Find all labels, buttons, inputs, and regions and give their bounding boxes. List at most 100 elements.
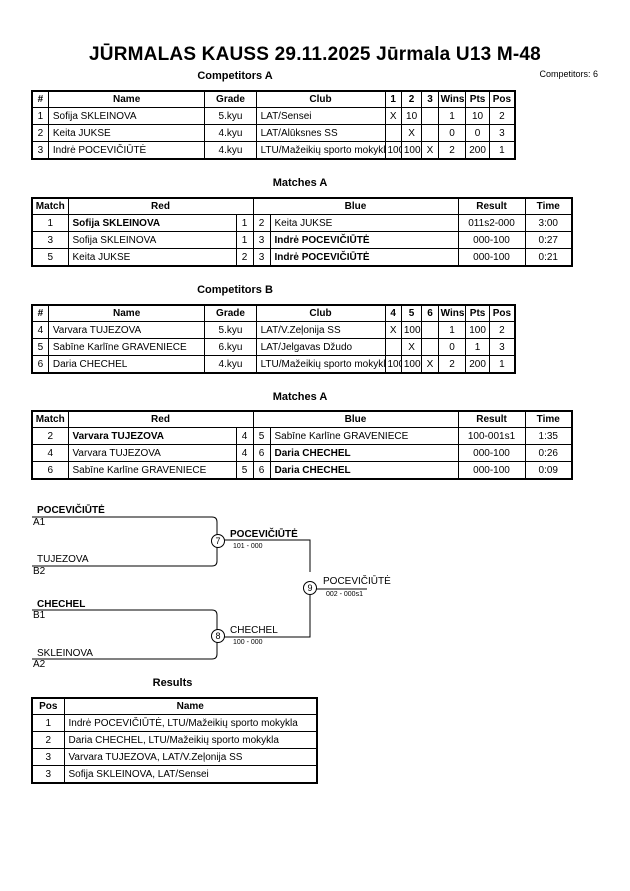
table-cell: 200: [465, 141, 490, 160]
col-header: #: [31, 304, 49, 322]
table-cell: Sofija SKLEINOVA, LAT/Sensei: [63, 765, 318, 784]
col-header: Name: [47, 90, 206, 108]
table-cell: 1: [437, 321, 467, 339]
table-cell: 4: [235, 444, 254, 462]
col-header: Wins: [437, 90, 467, 108]
table-cell: Sofija SKLEINOVA: [67, 231, 237, 249]
table-cell: X: [421, 355, 439, 374]
table-cell: Daria CHECHEL, LTU/Mažeikių sporto mokyk…: [63, 731, 318, 749]
table-cell: Sabīne Karlīne GRAVENIECE: [47, 338, 206, 356]
table-cell: X: [384, 321, 402, 339]
table-header-row: Match Red Blue Result Time: [31, 410, 573, 428]
table-cell: X: [384, 107, 402, 125]
table-cell: Indrė POCEVIČIŪTĖ, LTU/Mažeikių sporto m…: [63, 714, 318, 732]
bracket-score: 002 - 000s1: [326, 591, 363, 598]
table-cell: 5: [31, 248, 69, 267]
table-cell: 2: [252, 214, 271, 232]
table-cell: 4.kyu: [204, 355, 257, 374]
table-cell: LAT/Alūksnes SS: [255, 124, 386, 142]
table-cell: 2: [488, 321, 516, 339]
table-header-row: # Name Grade Club 1 2 3 Wins Pts Pos: [31, 90, 516, 108]
col-header: Wins: [437, 304, 467, 322]
col-header: 5: [400, 304, 423, 322]
col-header: Pos: [488, 304, 516, 322]
table-cell: 6: [252, 461, 271, 480]
table-cell: Keita JUKSE: [269, 214, 459, 232]
table-cell: [421, 338, 439, 356]
table-cell: 0: [437, 338, 467, 356]
table-cell: 3: [252, 248, 271, 267]
competitors-b-title: Competitors B: [197, 284, 273, 296]
table-cell: 10: [400, 107, 423, 125]
matches-a-title: Matches A: [272, 177, 328, 189]
bracket-match-number: 8: [211, 629, 225, 643]
table-cell: 3:00: [524, 214, 573, 232]
col-header: Blue: [252, 197, 459, 215]
table-cell: 200: [465, 355, 490, 374]
table-cell: 100: [384, 141, 402, 160]
table-cell: 000-100: [457, 248, 526, 267]
table-cell: Sabīne Karlīne GRAVENIECE: [67, 461, 237, 480]
col-header: Match: [31, 410, 69, 428]
table-cell: [421, 107, 439, 125]
table-cell: 3: [31, 765, 65, 784]
table-cell: Daria CHECHEL: [47, 355, 206, 374]
bracket: POCEVIČIŪTĖ A1 TUJEZOVA B2 7 POCEVIČIŪTĖ…: [0, 500, 630, 675]
col-header: Red: [67, 410, 254, 428]
table-cell: 1: [235, 214, 254, 232]
table-cell: Sabīne Karlīne GRAVENIECE: [269, 427, 459, 445]
competitors-count: Competitors: 6: [539, 69, 598, 79]
table-cell: 4: [235, 427, 254, 445]
bracket-name: SKLEINOVA: [37, 648, 93, 659]
table-header-row: # Name Grade Club 4 5 6 Wins Pts Pos: [31, 304, 516, 322]
bracket-score: 100 - 000: [233, 639, 263, 646]
col-header: Blue: [252, 410, 459, 428]
table-cell: 5: [31, 338, 49, 356]
table-cell: 100: [400, 141, 423, 160]
table-cell: 0:26: [524, 444, 573, 462]
table-cell: LTU/Mažeikių sporto mokykla: [255, 141, 386, 160]
table-cell: 6: [31, 355, 49, 374]
col-header: Club: [255, 304, 386, 322]
table-cell: 4.kyu: [204, 141, 257, 160]
bracket-seed: A2: [33, 659, 46, 670]
table-cell: 100: [400, 355, 423, 374]
table-cell: 2: [437, 141, 467, 160]
col-header: 1: [384, 90, 402, 108]
table-cell: 5: [235, 461, 254, 480]
table-cell: 4: [31, 321, 49, 339]
col-header: Name: [47, 304, 206, 322]
bracket-name: TUJEZOVA: [37, 554, 89, 565]
table-cell: LAT/Jelgavas Džudo: [255, 338, 386, 356]
table-cell: X: [400, 338, 423, 356]
table-cell: Indrė POCEVIČIŪTĖ: [47, 141, 206, 160]
bracket-winner: CHECHEL: [230, 625, 278, 636]
table-cell: 100: [384, 355, 402, 374]
table-cell: 3: [488, 338, 516, 356]
table-header-row: Pos Name: [31, 697, 318, 715]
table-cell: X: [421, 141, 439, 160]
table-cell: 100-001s1: [457, 427, 526, 445]
col-header: Pts: [465, 90, 490, 108]
col-header: Pts: [465, 304, 490, 322]
table-cell: Keita JUKSE: [47, 124, 206, 142]
table-cell: Varvara TUJEZOVA: [47, 321, 206, 339]
matches-b-title: Matches A: [272, 391, 328, 403]
table-cell: 2: [488, 107, 516, 125]
col-header: 4: [384, 304, 402, 322]
table-cell: 5.kyu: [204, 321, 257, 339]
